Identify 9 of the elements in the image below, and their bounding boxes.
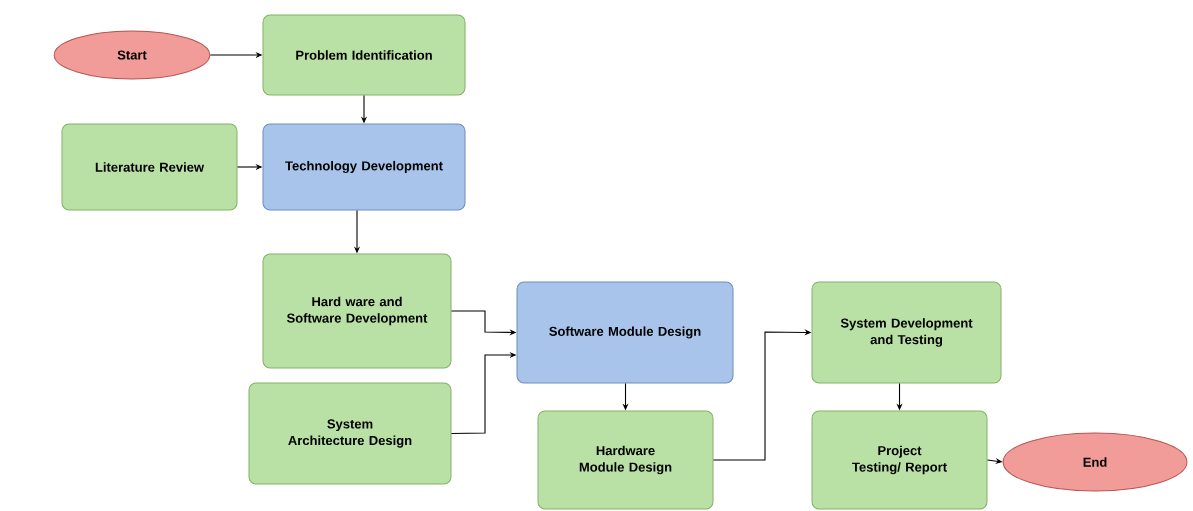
process-box: Software Module Design: [516, 281, 734, 384]
process-box: Hardware Module Design: [537, 410, 714, 510]
process-box: Problem Identification: [262, 14, 466, 96]
process-box: Hard ware and Software Development: [262, 253, 452, 369]
process-box: Project Testing/ Report: [811, 410, 988, 510]
process-box: System Development and Testing: [811, 281, 1002, 384]
process-box: System Architecture Design: [248, 382, 452, 485]
process-box: Literature Review: [61, 123, 238, 211]
process-box: Technology Development: [262, 123, 466, 211]
